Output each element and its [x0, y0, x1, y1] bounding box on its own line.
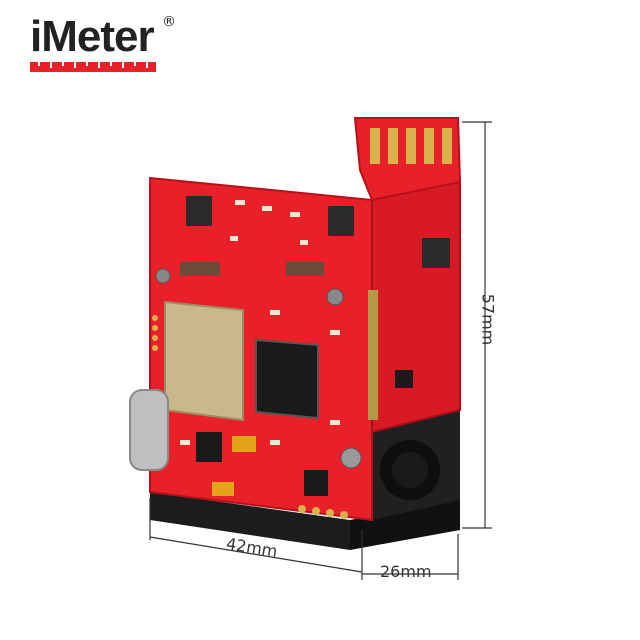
processor-chip [255, 338, 319, 420]
sensor-housing [150, 410, 460, 550]
gold-contacts [370, 128, 452, 164]
ic-chip [304, 470, 328, 496]
resistor-array [180, 262, 220, 276]
capacitor [212, 482, 234, 496]
ruler-ticks [38, 62, 148, 68]
header-pins [298, 505, 348, 519]
side-pads [152, 315, 158, 351]
height-dimension-label: 57mm [478, 293, 498, 346]
screw [326, 288, 344, 306]
brand-logo: iMeter ® [30, 12, 190, 72]
dimension-lines [149, 121, 492, 580]
inductor [422, 238, 450, 268]
inductor [328, 206, 354, 236]
resistor-array [286, 262, 324, 276]
ic-chip [196, 432, 222, 462]
capacitor [232, 436, 256, 452]
side-pcb [353, 117, 462, 434]
ic-chip [395, 370, 413, 388]
smd-components [180, 200, 340, 445]
ruler-mark [30, 62, 156, 72]
screw [155, 268, 171, 284]
registered-mark: ® [162, 14, 176, 30]
pin-header [368, 290, 378, 420]
brand-name: iMeter [30, 12, 155, 61]
inductor [186, 196, 212, 226]
crystal-oscillator [129, 389, 169, 471]
main-pcb [129, 176, 373, 522]
depth-dimension-label: 26mm [380, 562, 432, 581]
screw [340, 447, 362, 469]
rf-shield [164, 300, 244, 422]
